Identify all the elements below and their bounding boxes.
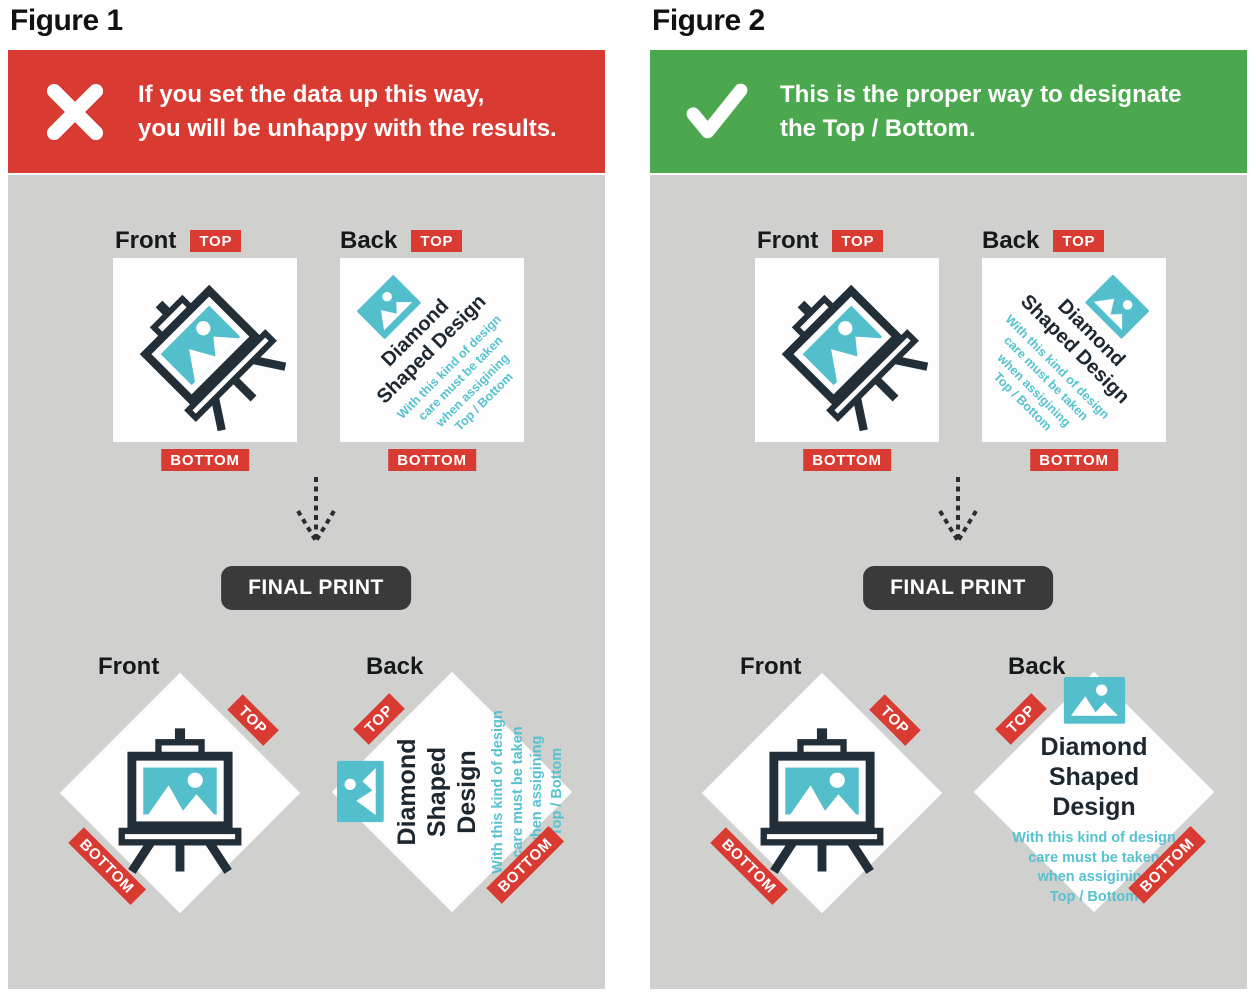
easel-icon [113,258,297,442]
dotted-arrow-icon [933,475,983,547]
top-badge: TOP [1053,230,1105,252]
design-title-line1: Diamond [392,738,421,846]
front-artwork-card [113,258,297,442]
dotted-arrow-icon [291,475,341,547]
banner-line-1: If you set the data up this way, [138,81,485,109]
image-icon [1063,677,1125,724]
figure-2-body: Front TOP Back TOP Diamond Shaped Design… [650,175,1247,989]
back-label: Back [366,653,424,680]
easel-content [104,712,256,874]
figure-2-panel: Figure 2 This is the proper way to desig… [650,4,1247,989]
design-title-line2: Shaped Design [422,746,481,838]
back-artwork-card: Diamond Shaped Design With this kind of … [982,258,1166,442]
design-block-rotated-ccw: Diamond Shaped Design With this kind of … [340,258,524,442]
back-label-row: Back TOP [340,227,463,255]
front-label: Front [757,227,819,254]
design-sub-line3: when assigining [1037,869,1151,885]
figure-2-title: Figure 2 [652,4,765,37]
x-icon [42,79,108,145]
top-badge: TOP [190,230,242,252]
top-badge: TOP [411,230,463,252]
bottom-badge: BOTTOM [161,449,249,471]
front-label-row: Front TOP [757,227,884,255]
design-sub-line1: With this kind of design [1012,829,1176,846]
front-label: Front [98,653,160,680]
final-print-badge: FINAL PRINT [863,566,1053,610]
image-icon [337,761,384,823]
easel-icon [746,722,898,874]
figure-2-banner-text: This is the proper way to designate the … [780,78,1181,144]
back-label: Back [1008,653,1066,680]
back-print-diamond: Diamond Shaped Design With this kind of … [919,617,1256,967]
back-label: Back [982,227,1040,254]
easel-icon [104,722,256,874]
figure-1-banner: If you set the data up this way, you wil… [8,50,605,173]
figure-1-banner-text: If you set the data up this way, you wil… [138,78,557,144]
front-artwork-card [755,258,939,442]
front-label-row: Front TOP [115,227,242,255]
back-label: Back [340,227,398,254]
figure-1-panel: Figure 1 If you set the data up this way… [8,4,605,989]
design-title-line1: Diamond [1040,732,1148,761]
design-sub-line2: care must be taken [1028,849,1160,866]
design-block-rotated-cw: Diamond Shaped Design With this kind of … [982,258,1166,442]
design-block-upright: Diamond Shaped Design With this kind of … [1007,677,1182,907]
top-badge: TOP [832,230,884,252]
back-print-diamond: Diamond Shaped Design With this kind of … [277,617,627,967]
banner-line-2: the Top / Bottom. [780,114,976,142]
bottom-badge: BOTTOM [803,449,891,471]
design-sub-line4: Top / Bottom [1049,888,1139,905]
back-artwork-card: Diamond Shaped Design With this kind of … [340,258,524,442]
figure-1-body: Front TOP Back TOP Diamond Shaped Design… [8,175,605,989]
final-print-badge: FINAL PRINT [221,566,411,610]
banner-line-2: you will be unhappy with the results. [138,114,557,142]
figure-1-title: Figure 1 [10,4,123,37]
design-title-line2: Shaped Design [1048,762,1140,821]
bottom-badge: BOTTOM [388,449,476,471]
design-sub-line1: With this kind of design [489,710,506,874]
banner-line-1: This is the proper way to designate [780,81,1182,109]
front-label: Front [115,227,177,254]
figure-2-banner: This is the proper way to designate the … [650,50,1247,173]
front-label: Front [740,653,802,680]
back-label-row: Back TOP [982,227,1105,255]
check-icon [684,79,750,145]
bottom-badge: BOTTOM [1030,449,1118,471]
easel-content [746,712,898,874]
easel-icon [755,258,939,442]
